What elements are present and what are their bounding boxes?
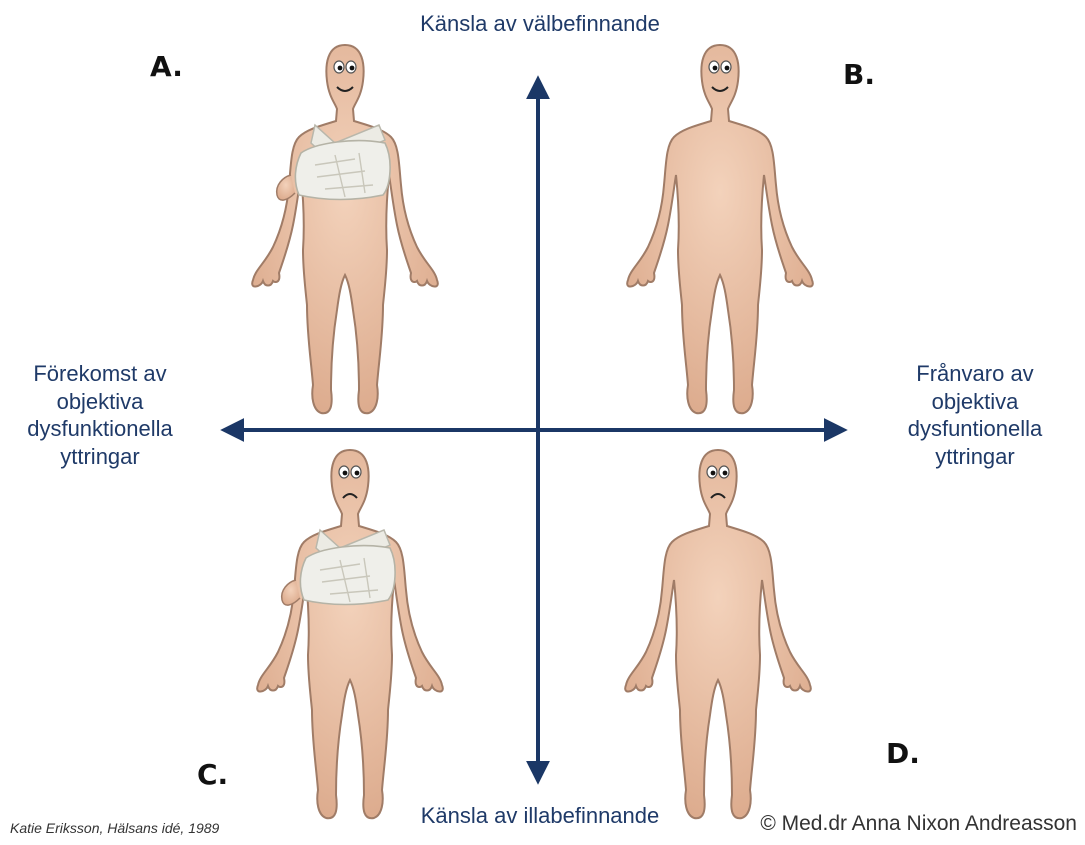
top-axis-label: Känsla av välbefinnande [380,10,700,38]
left-axis-line: yttringar [0,443,200,471]
copyright: © Med.dr Anna Nixon Andreasson [760,812,1077,836]
right-axis-line: yttringar [875,443,1075,471]
left-axis-line: objektiva [0,388,200,416]
bottom-axis-label: Känsla av illabefinnande [380,802,700,830]
figure-b [627,45,813,413]
left-axis-line: dysfunktionella [0,415,200,443]
quadrant-label-b: B. [843,58,875,91]
quadrant-label-d: D. [886,737,920,770]
left-axis-line: Förekomst av [0,360,200,388]
left-axis-label: Förekomst av objektiva dysfunktionella y… [0,360,200,470]
right-axis-line: objektiva [875,388,1075,416]
figure-a [252,45,438,413]
quadrant-label-a: A. [150,50,183,83]
right-axis-line: Frånvaro av [875,360,1075,388]
quadrant-label-c: C. [197,758,228,791]
figure-d [625,450,811,818]
citation: Katie Eriksson, Hälsans idé, 1989 [10,820,219,836]
figure-c [257,450,443,818]
right-axis-line: dysfuntionella [875,415,1075,443]
right-axis-label: Frånvaro av objektiva dysfuntionella ytt… [875,360,1075,470]
